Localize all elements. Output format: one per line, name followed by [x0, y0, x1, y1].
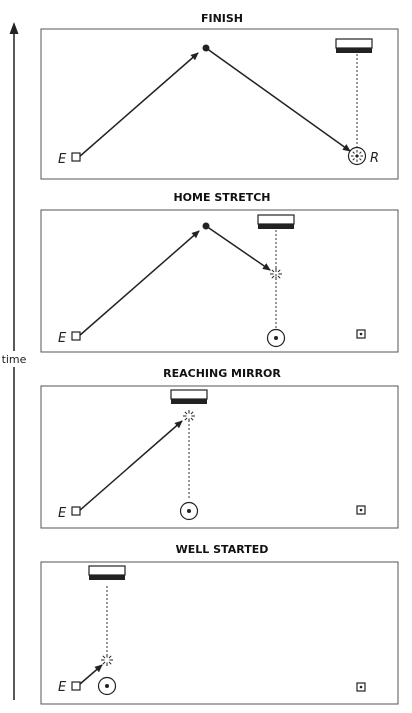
receiver-target: [356, 505, 366, 515]
mirror: [257, 214, 295, 229]
light-front-burst: [101, 654, 113, 666]
panel-frame: [40, 209, 399, 353]
light-path-up: [78, 52, 199, 158]
emitter-label: E: [58, 680, 67, 695]
receiver-center: [187, 509, 191, 513]
light-front-burst: [183, 410, 195, 422]
receiver-target: [356, 682, 366, 692]
receiver-target-dot: [359, 332, 363, 336]
burst-rays: [351, 150, 363, 162]
receiver-center: [355, 154, 359, 158]
receiver-target-dot: [359, 508, 363, 512]
light-path-up: [79, 664, 103, 685]
light-path-down: [205, 47, 351, 152]
emitter-box: [71, 331, 81, 341]
receiver: [97, 676, 117, 696]
receiver-label: R: [370, 151, 379, 166]
time-axis-label: time: [2, 353, 27, 366]
receiver-target-dot: [359, 685, 363, 689]
mirror-frame: [335, 38, 373, 49]
panel-frame: [40, 385, 399, 529]
mirror-frame: [170, 389, 208, 400]
light-front-burst: [270, 268, 282, 280]
emitter-label: E: [58, 506, 67, 521]
mirror-surface: [171, 399, 207, 404]
time-axis: time: [2, 22, 27, 700]
mirror-surface: [89, 575, 125, 580]
receiver: [179, 501, 199, 521]
light-path-down: [205, 225, 271, 271]
mirror: [88, 565, 126, 580]
reflection-point: [202, 44, 210, 52]
panel-home-stretch: HOME STRETCH E: [40, 191, 399, 353]
receiver: [266, 328, 286, 348]
light-path-up: [78, 420, 183, 512]
receiver-center: [274, 336, 278, 340]
panel-title-home-stretch: HOME STRETCH: [173, 191, 270, 204]
panel-title-finish: FINISH: [201, 12, 243, 25]
mirror: [335, 38, 373, 53]
emitter-box: [71, 506, 81, 516]
reflection-point: [202, 222, 210, 230]
panel-title-reaching-mirror: REACHING MIRROR: [163, 367, 281, 380]
emitter-box: [71, 152, 81, 162]
emitter-label: E: [58, 152, 67, 167]
emitter-label: E: [58, 331, 67, 346]
time-axis-arrowhead: [9, 22, 19, 34]
mirror-frame: [88, 565, 126, 576]
mirror: [170, 389, 208, 404]
panel-well-started: WELL STARTED E: [40, 543, 399, 705]
panel-frame: [40, 28, 399, 180]
receiver-burst: [347, 146, 367, 166]
panel-reaching-mirror: REACHING MIRROR E: [40, 367, 399, 529]
mirror-surface: [336, 48, 372, 53]
receiver-center: [105, 684, 109, 688]
panel-finish: FINISH E R: [40, 12, 399, 180]
light-path-up: [78, 230, 200, 337]
emitter-box: [71, 681, 81, 691]
panel-title-well-started: WELL STARTED: [176, 543, 269, 556]
receiver-target: [356, 329, 366, 339]
time-label-backdrop: [2, 351, 26, 367]
mirror-frame: [257, 214, 295, 225]
panel-frame: [40, 561, 399, 705]
mirror-surface: [258, 224, 294, 229]
